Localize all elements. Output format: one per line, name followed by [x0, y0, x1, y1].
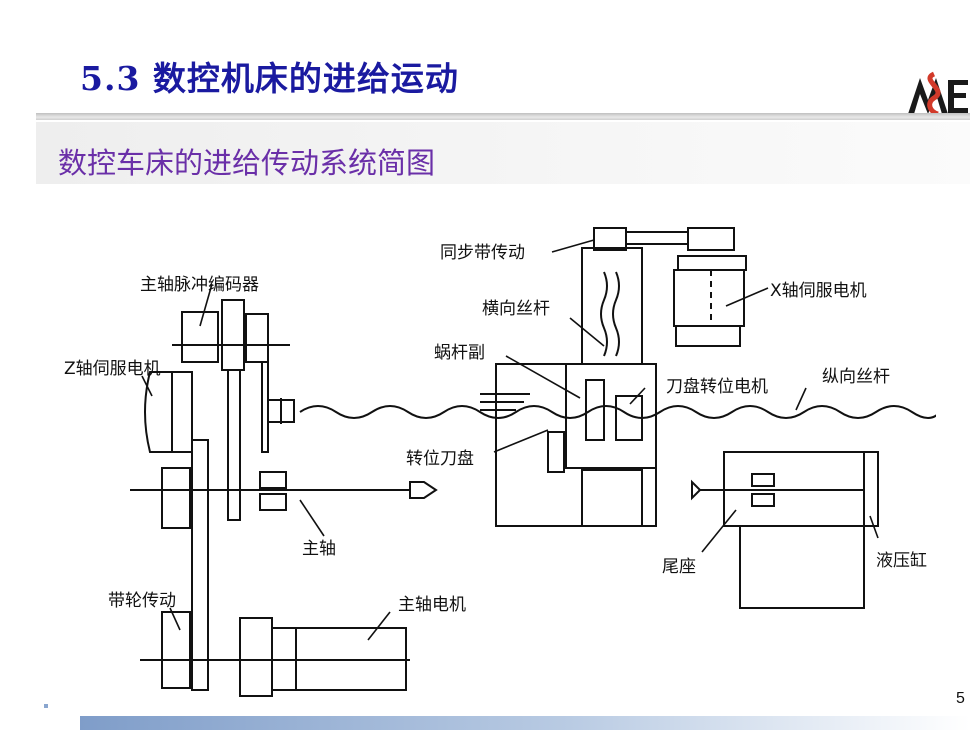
label-tongbu: 同步带传动	[440, 243, 525, 263]
slide-title: 5.3 数控机床的进给运动	[80, 59, 459, 98]
subtitle-band	[36, 122, 970, 184]
label-hydraulic: 液压缸	[876, 551, 927, 571]
longitudinal-lead-screw	[299, 405, 941, 419]
diagram-drawing	[130, 227, 941, 697]
title-rule	[36, 113, 970, 120]
feed-drive-diagram: 同步带传动 主轴脉冲编码器 X轴伺服电机 横向丝杆 蜗杆副 Z轴伺服电机 刀盘转…	[46, 184, 941, 704]
carriage	[495, 363, 657, 527]
label-cross-screw: 横向丝杆	[482, 299, 550, 319]
page-number: 5	[956, 690, 965, 707]
label-tailstock: 尾座	[662, 557, 696, 577]
label-spindle-motor: 主轴电机	[398, 595, 466, 615]
label-spindle-encoder: 主轴脉冲编码器	[140, 275, 259, 295]
label-spindle: 主轴	[302, 539, 336, 559]
z-servo-motor	[144, 371, 173, 453]
label-turret: 转位刀盘	[406, 449, 474, 469]
turret-motor	[615, 395, 643, 441]
spindle-chuck	[409, 481, 438, 499]
label-x-servo: X轴伺服电机	[770, 281, 867, 301]
label-belt: 带轮传动	[108, 591, 176, 611]
spindle-encoder	[181, 311, 219, 363]
footer-dash	[44, 704, 48, 708]
label-long-screw: 纵向丝杆	[822, 367, 890, 387]
footer-bar	[80, 716, 970, 730]
drive-belt	[191, 439, 209, 691]
turret	[585, 379, 605, 441]
x-servo-motor	[673, 269, 745, 327]
cross-slide	[581, 247, 643, 365]
slide-subtitle: 数控车床的进给传动系统简图	[58, 146, 436, 180]
label-z-servo: Z轴伺服电机	[64, 359, 161, 379]
timing-pulley-left	[593, 227, 627, 251]
label-worm: 蜗杆副	[434, 343, 485, 363]
timing-pulley-right	[687, 227, 735, 251]
spindle-motor	[239, 617, 273, 697]
label-turret-motor: 刀盘转位电机	[666, 377, 768, 397]
